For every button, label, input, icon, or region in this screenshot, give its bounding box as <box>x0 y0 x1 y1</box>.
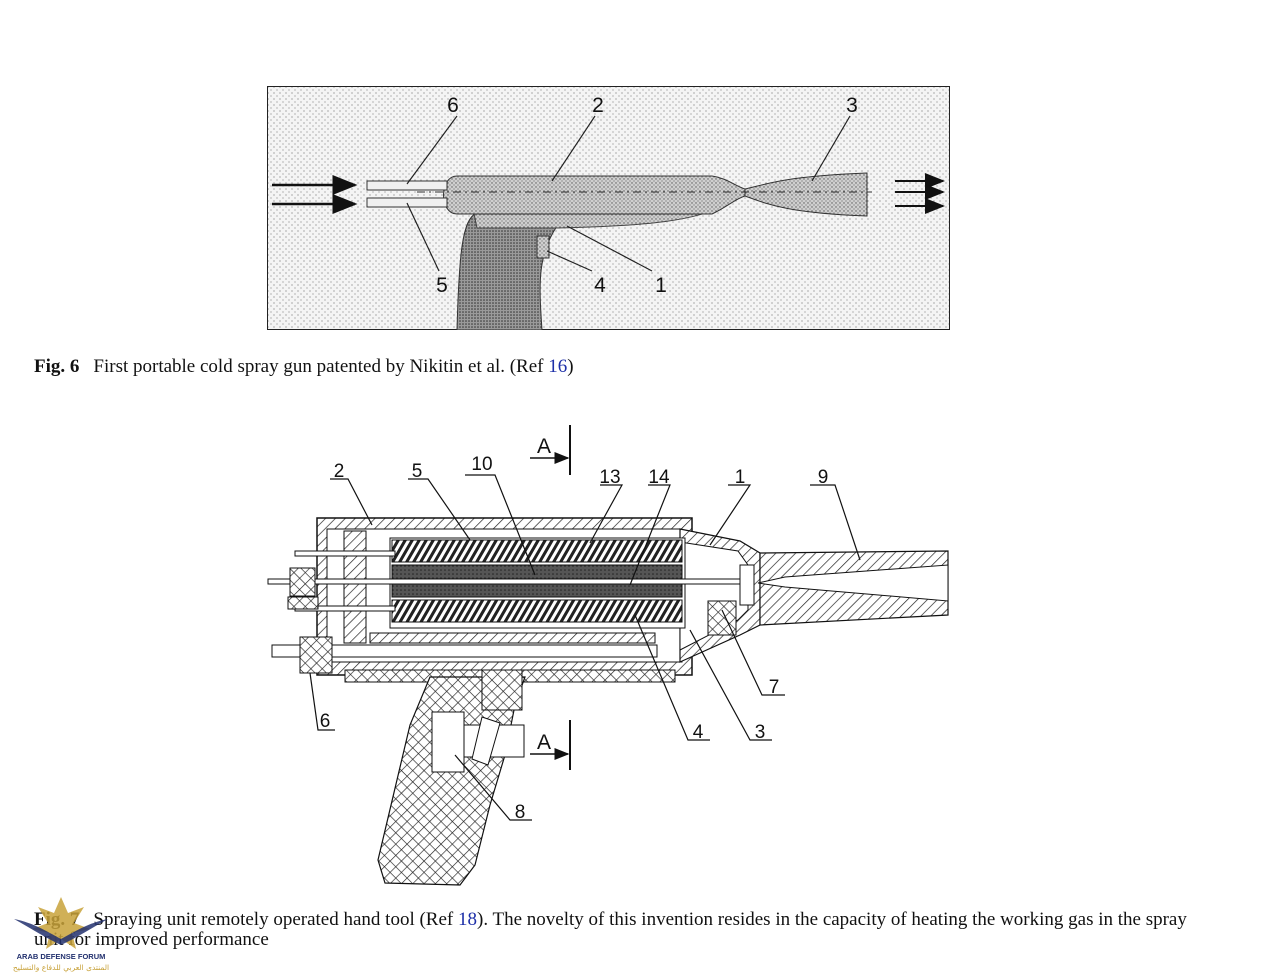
fig7-label-1: 1 <box>735 467 746 488</box>
figure-7-caption-text: Spraying unit remotely operated hand too… <box>93 909 458 930</box>
fig7-section-label-bottom: A <box>537 731 551 754</box>
watermark-line1: ARAB DEFENSE FORUM <box>17 952 106 961</box>
figure-7-caption: Fig. 7Spraying unit remotely operated ha… <box>34 910 1194 950</box>
fig7-label-8: 8 <box>515 802 526 823</box>
watermark-line2: المنتدى العربي للدفاع والتسليح <box>13 963 109 972</box>
fig6-label-2: 2 <box>592 94 604 117</box>
fig7-label-6: 6 <box>320 711 331 732</box>
fig7-label-5: 5 <box>412 461 423 482</box>
fig7-label-2: 2 <box>334 461 345 482</box>
figure-7-caption-text-2: ). The novelty of this invention resides… <box>34 909 1187 950</box>
emblem-icon <box>32 897 90 949</box>
figure-6-reference-link[interactable]: 16 <box>548 356 568 377</box>
fig7-label-9: 9 <box>818 467 829 488</box>
arab-defense-forum-watermark-logo: ARAB DEFENSE FORUM المنتدى العربي للدفاع… <box>6 893 116 973</box>
fig7-label-14: 14 <box>648 467 670 488</box>
figure-7-reference-link[interactable]: 18 <box>458 909 477 930</box>
fig6-label-1: 1 <box>655 274 667 297</box>
wings-icon <box>14 919 108 945</box>
fig7-label-10: 10 <box>471 454 492 475</box>
figure-6-caption-text: First portable cold spray gun patented b… <box>93 356 549 377</box>
figure-6-caption-close: ) <box>567 356 574 377</box>
fig6-label-4: 4 <box>594 274 606 297</box>
fig7-label-4: 4 <box>693 722 704 743</box>
fig6-label-5: 5 <box>436 274 448 297</box>
fig7-label-13: 13 <box>599 467 620 488</box>
fig7-label-7: 7 <box>769 677 780 698</box>
fig6-label-3: 3 <box>846 94 858 117</box>
figure-6-caption: Fig. 6 First portable cold spray gun pate… <box>34 357 1234 377</box>
fig7-label-3: 3 <box>755 722 766 743</box>
fig6-label-6: 6 <box>447 94 459 117</box>
figure-6-caption-label: Fig. 6 <box>34 356 80 377</box>
fig7-section-label-top: A <box>537 435 551 458</box>
figure-6-spray-gun-drawing: 6 2 3 5 4 1 <box>267 86 950 331</box>
figure-7-spraying-unit-drawing: 2 5 10 13 14 1 9 7 3 4 6 8 A A <box>260 425 960 890</box>
